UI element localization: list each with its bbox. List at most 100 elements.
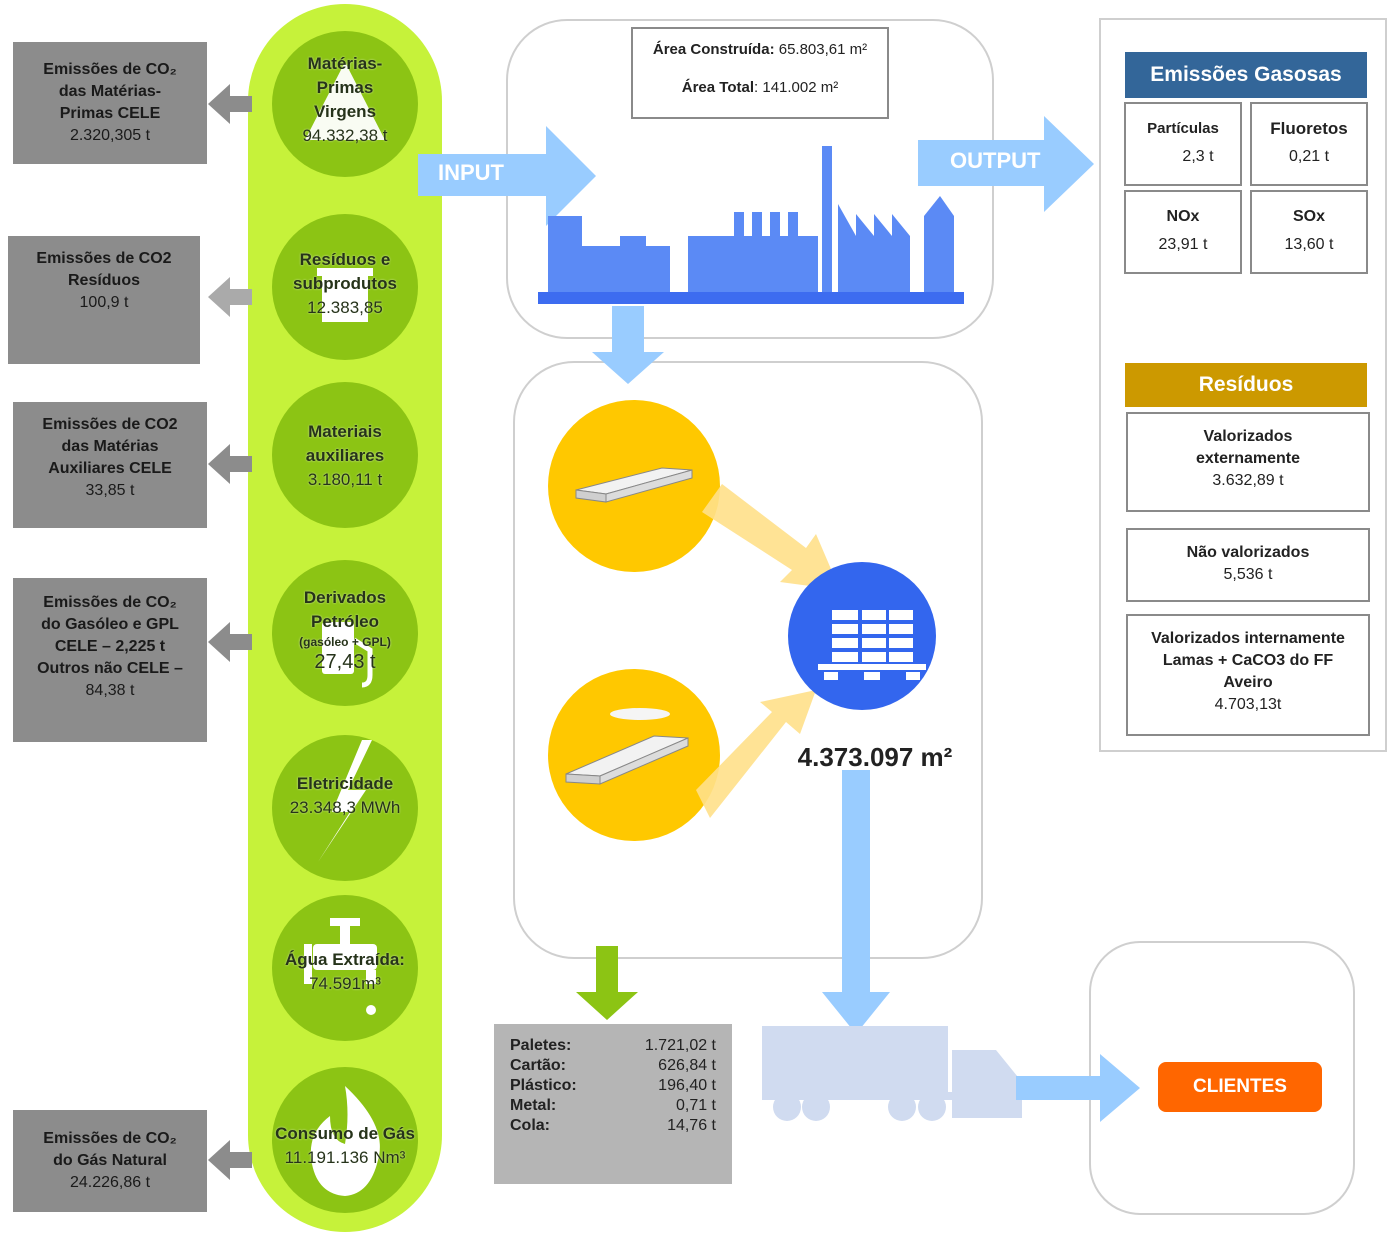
circle-gas bbox=[272, 1067, 418, 1213]
emission-value: 100,9 t bbox=[79, 294, 129, 311]
recycle-bin-icon bbox=[317, 268, 373, 322]
packaging-name: Cola: bbox=[510, 1117, 550, 1134]
input-gas: Consumo de Gás 11.191.136 Nm³ bbox=[260, 1122, 430, 1170]
emission-title: CELE – 2,225 t bbox=[54, 638, 166, 655]
packaging-value: 0,71 t bbox=[675, 1097, 716, 1114]
input-arrow bbox=[418, 126, 596, 226]
emission-title: Primas CELE bbox=[59, 105, 161, 122]
packaging-value: 1.721,02 t bbox=[644, 1037, 716, 1054]
emission-value: 24.226,86 t bbox=[69, 1174, 151, 1191]
input-electricity: Eletricidade 23.348,3 MWh bbox=[260, 772, 430, 820]
input-label: Consumo de Gás bbox=[275, 1124, 415, 1143]
gas-value: 2,3 t bbox=[1182, 148, 1214, 165]
gas-label: Fluoretos bbox=[1270, 119, 1348, 138]
input-value: 74.591m³ bbox=[309, 974, 381, 993]
packaging-table: Paletes: 1.721,02 t Cartão: 626,84 t Plá… bbox=[494, 1024, 732, 1184]
packaging-name: Paletes: bbox=[510, 1037, 572, 1054]
input-aux: Materiais auxiliares 3.180,11 t bbox=[260, 420, 430, 492]
waste-label: Não valorizados bbox=[1186, 544, 1310, 561]
arrow-to-clients bbox=[1016, 1054, 1140, 1122]
arrow-factory-to-process bbox=[592, 306, 664, 384]
waste-external: Valorizados externamente 3.632,89 t bbox=[1126, 412, 1370, 512]
input-value: 23.348,3 MWh bbox=[289, 798, 401, 817]
factory-icon bbox=[538, 146, 964, 304]
total-area-label: Área Total bbox=[681, 79, 755, 96]
input-label: Virgens bbox=[313, 102, 377, 121]
emission-box-aux: Emissões de CO2 das Matérias Auxiliares … bbox=[13, 402, 207, 528]
input-label: subprodutos bbox=[293, 274, 397, 293]
arrow-to-truck bbox=[822, 770, 890, 1034]
emission-box-raw-materials: Emissões de CO₂ das Matérias- Primas CEL… bbox=[13, 42, 207, 164]
arrow-slab2-to-pallet bbox=[696, 690, 816, 818]
emission-title: das Matérias bbox=[61, 438, 159, 455]
emission-title: Resíduos bbox=[67, 272, 140, 289]
lightning-icon bbox=[318, 740, 372, 862]
waste-label: Valorizados bbox=[1203, 428, 1293, 445]
waste-value: 5,536 t bbox=[1223, 566, 1273, 583]
packaging-name: Cartão: bbox=[510, 1057, 567, 1074]
waste-none: Não valorizados 5,536 t bbox=[1126, 528, 1370, 602]
flame-icon bbox=[310, 1086, 380, 1196]
arrow-slab1-to-pallet bbox=[702, 484, 840, 590]
waste-internal: Valorizados internamente Lamas + CaCO3 d… bbox=[1126, 614, 1370, 736]
circle-pallet bbox=[788, 562, 936, 710]
input-label: Eletricidade bbox=[296, 774, 394, 793]
production-value: 4.373.097 m² bbox=[797, 742, 953, 772]
emission-value: 84,38 t bbox=[85, 682, 135, 699]
arrow-left-1 bbox=[208, 84, 252, 124]
clients-label: CLIENTES bbox=[1193, 1076, 1287, 1097]
arrow-left-4 bbox=[208, 622, 252, 662]
emission-title: Emissões de CO2 bbox=[42, 416, 178, 433]
waste-label: Lamas + CaCO3 do FF bbox=[1162, 652, 1334, 669]
pallet-icon bbox=[818, 610, 926, 680]
emission-arrows bbox=[208, 84, 252, 1180]
packaging-value: 626,84 t bbox=[658, 1057, 716, 1074]
input-label: Matérias- bbox=[307, 54, 383, 73]
emission-title: Emissões de CO₂ bbox=[43, 61, 177, 78]
input-value: 94.332,38 t bbox=[302, 126, 388, 145]
input-value: 3.180,11 t bbox=[307, 470, 383, 489]
waste-value: 4.703,13t bbox=[1214, 696, 1282, 713]
fuel-pump-icon bbox=[322, 622, 373, 688]
emission-title: do Gás Natural bbox=[53, 1152, 167, 1169]
input-waste: Resíduos e subprodutos 12.383,85 bbox=[260, 248, 430, 320]
input-arrow-label: INPUT bbox=[438, 160, 504, 185]
waste-title: Resíduos bbox=[1125, 363, 1367, 407]
output-arrow-label: OUTPUT bbox=[950, 148, 1041, 173]
input-sublabel: (gasóleo + GPL) bbox=[299, 635, 391, 649]
gas-sox: SOx 13,60 t bbox=[1250, 190, 1368, 274]
packaging-name: Plástico: bbox=[510, 1077, 577, 1094]
clients-badge bbox=[1158, 1062, 1322, 1112]
input-label: Petróleo bbox=[310, 612, 380, 631]
gas-fluorides: Fluoretos 0,21 t bbox=[1250, 102, 1368, 186]
emission-title: das Matérias- bbox=[58, 83, 162, 100]
input-label: Primas bbox=[316, 78, 374, 97]
arrow-to-packaging bbox=[576, 946, 638, 1020]
arrow-left-5 bbox=[208, 1140, 252, 1180]
gas-value: 23,91 t bbox=[1158, 236, 1208, 253]
input-label: Água Extraída: bbox=[285, 950, 405, 969]
emission-box-oil: Emissões de CO₂ do Gasóleo e GPL CELE – … bbox=[13, 578, 207, 742]
circle-aux bbox=[272, 382, 418, 528]
emission-title: Emissões de CO₂ bbox=[43, 1130, 177, 1147]
input-water: Água Extraída: 74.591m³ bbox=[260, 948, 430, 996]
arrow-left-2 bbox=[208, 277, 252, 317]
waste-label: Aveiro bbox=[1223, 674, 1273, 691]
input-value: 27,43 t bbox=[314, 651, 376, 673]
total-area: Área Total: 141.002 m² bbox=[634, 78, 886, 98]
gaseous-emissions-title: Emissões Gasosas bbox=[1125, 52, 1367, 98]
mountain-icon bbox=[305, 62, 385, 140]
output-arrow bbox=[918, 116, 1094, 212]
gas-value: 13,60 t bbox=[1284, 236, 1334, 253]
input-value: 12.383,85 bbox=[307, 298, 383, 317]
waste-value: 3.632,89 t bbox=[1212, 472, 1284, 489]
gas-particles: Partículas 2,3 t bbox=[1124, 102, 1242, 186]
built-area-value: 65.803,61 m² bbox=[778, 41, 868, 58]
built-area-label: Área Construída: bbox=[652, 41, 775, 58]
tile-icon-1 bbox=[575, 467, 693, 503]
packaging-value: 196,40 t bbox=[658, 1077, 716, 1094]
gas-label: Partículas bbox=[1147, 120, 1219, 137]
packaging-name: Metal: bbox=[510, 1097, 557, 1114]
gas-value: 0,21 t bbox=[1288, 148, 1330, 165]
emission-value: 2.320,305 t bbox=[69, 127, 151, 144]
